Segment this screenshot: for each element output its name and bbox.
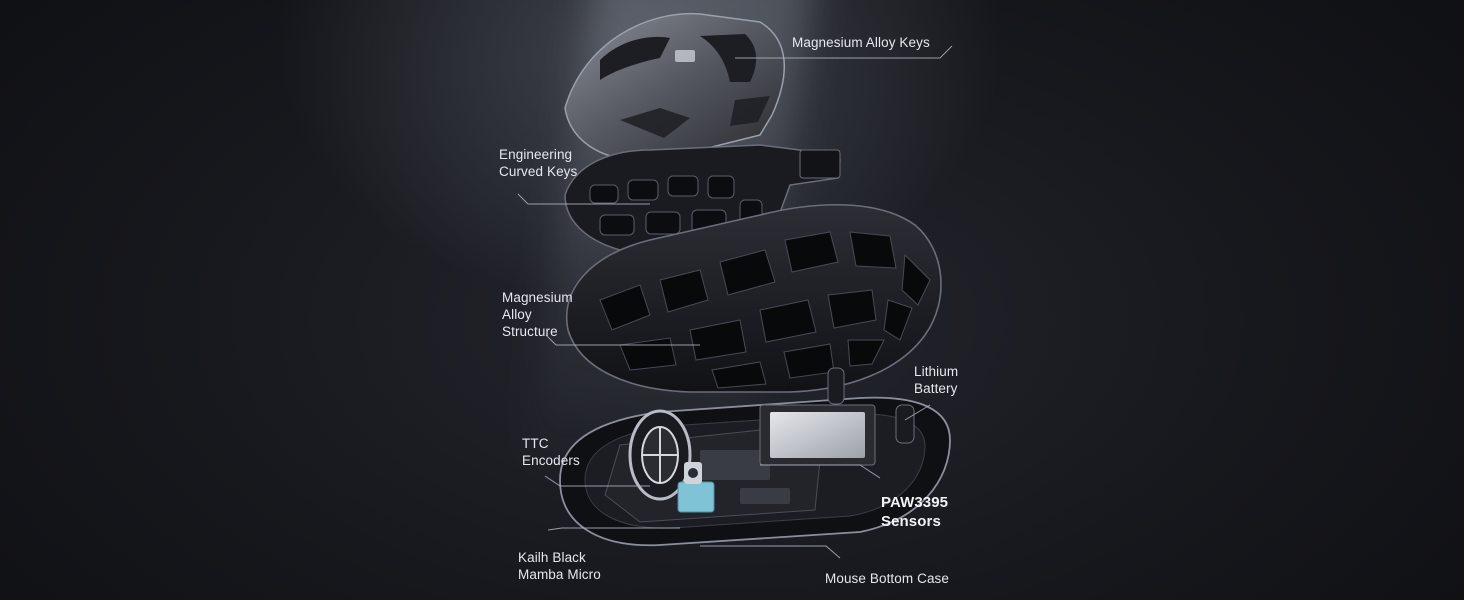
- label-engineering-curved-keys: Engineering Curved Keys: [499, 147, 578, 179]
- label-paw3395-sensors: PAW3395 Sensors: [881, 494, 949, 530]
- label-lithium-battery: Lithium Battery: [914, 364, 959, 396]
- leader-lines: [517, 45, 953, 559]
- bottom-case-part: [559, 367, 951, 547]
- label-mouse-bottom-case: Mouse Bottom Case: [825, 571, 950, 586]
- label-ttc-encoders: TTC Encoders: [522, 436, 580, 468]
- label-magnesium-alloy-keys: Magnesium Alloy Keys: [792, 35, 930, 50]
- magnesium-keys-part: [564, 12, 786, 161]
- label-kailh-black-mamba-micro: Kailh Black Mamba Micro: [518, 550, 601, 582]
- label-magnesium-alloy-structure: Magnesium Alloy Structure: [502, 290, 573, 339]
